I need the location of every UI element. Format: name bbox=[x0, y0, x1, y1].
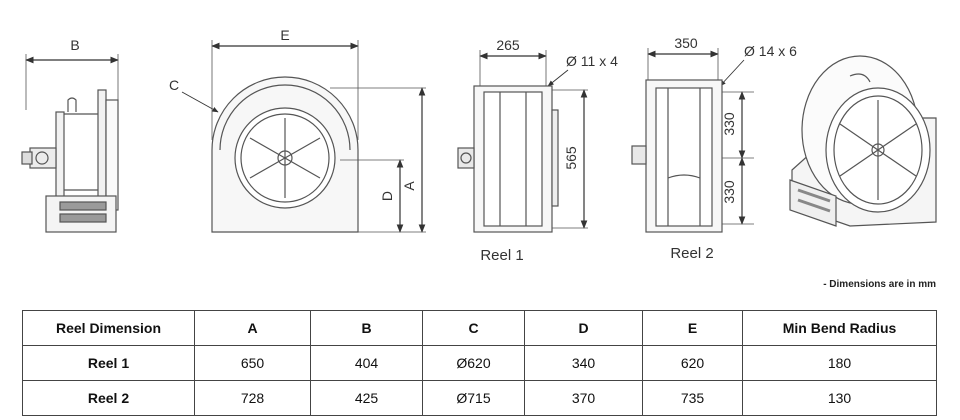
table-cell: Reel 2 bbox=[22, 380, 195, 416]
units-note: - Dimensions are in mm bbox=[823, 279, 936, 290]
table-row: Reel 1 650 404 Ø620 340 620 180 bbox=[22, 345, 937, 381]
header-d: D bbox=[524, 310, 643, 346]
table-cell: 340 bbox=[524, 345, 643, 381]
side-view bbox=[21, 54, 119, 233]
table-header-row: Reel Dimension A B C D E Min Bend Radius bbox=[22, 310, 937, 346]
label-hole-reel2: Ø 14 x 6 bbox=[744, 43, 797, 59]
header-b: B bbox=[310, 310, 423, 346]
caption-reel1: Reel 1 bbox=[480, 247, 523, 264]
reel1-view bbox=[457, 50, 588, 233]
header-e: E bbox=[642, 310, 743, 346]
label-350: 350 bbox=[674, 35, 698, 51]
label-c: C bbox=[169, 77, 179, 93]
table-cell: 130 bbox=[742, 380, 937, 416]
label-hole-reel1: Ø 11 x 4 bbox=[566, 53, 618, 69]
reel-technical-drawing: B E C D A 265 Ø 11 x 4 565 350 Ø 14 x 6 … bbox=[21, 27, 937, 264]
table-cell: Ø715 bbox=[422, 380, 525, 416]
caption-reel2: Reel 2 bbox=[670, 245, 713, 262]
reel2-view bbox=[631, 48, 754, 233]
header-c: C bbox=[422, 310, 525, 346]
table-cell: Reel 1 bbox=[22, 345, 195, 381]
label-b: B bbox=[70, 37, 79, 53]
table-cell: 735 bbox=[642, 380, 743, 416]
header-a: A bbox=[194, 310, 311, 346]
label-265: 265 bbox=[496, 37, 520, 53]
table-cell: 650 bbox=[194, 345, 311, 381]
label-d: D bbox=[379, 191, 395, 201]
label-a: A bbox=[401, 181, 417, 191]
label-e: E bbox=[280, 27, 289, 43]
header-reel-dimension: Reel Dimension bbox=[22, 310, 195, 346]
table-cell: 370 bbox=[524, 380, 643, 416]
label-565: 565 bbox=[563, 146, 579, 170]
dimensions-table: Reel Dimension A B C D E Min Bend Radius… bbox=[22, 310, 937, 416]
label-330-lower: 330 bbox=[721, 180, 737, 204]
table-cell: 180 bbox=[742, 345, 937, 381]
table-cell: 728 bbox=[194, 380, 311, 416]
table-cell: 620 bbox=[642, 345, 743, 381]
header-min-bend-radius: Min Bend Radius bbox=[742, 310, 937, 346]
table-row: Reel 2 728 425 Ø715 370 735 130 bbox=[22, 380, 937, 416]
table-cell: 404 bbox=[310, 345, 423, 381]
label-330-upper: 330 bbox=[721, 112, 737, 136]
table-cell: Ø620 bbox=[422, 345, 525, 381]
front-view bbox=[181, 40, 426, 233]
table-cell: 425 bbox=[310, 380, 423, 416]
isometric-view bbox=[789, 55, 937, 227]
